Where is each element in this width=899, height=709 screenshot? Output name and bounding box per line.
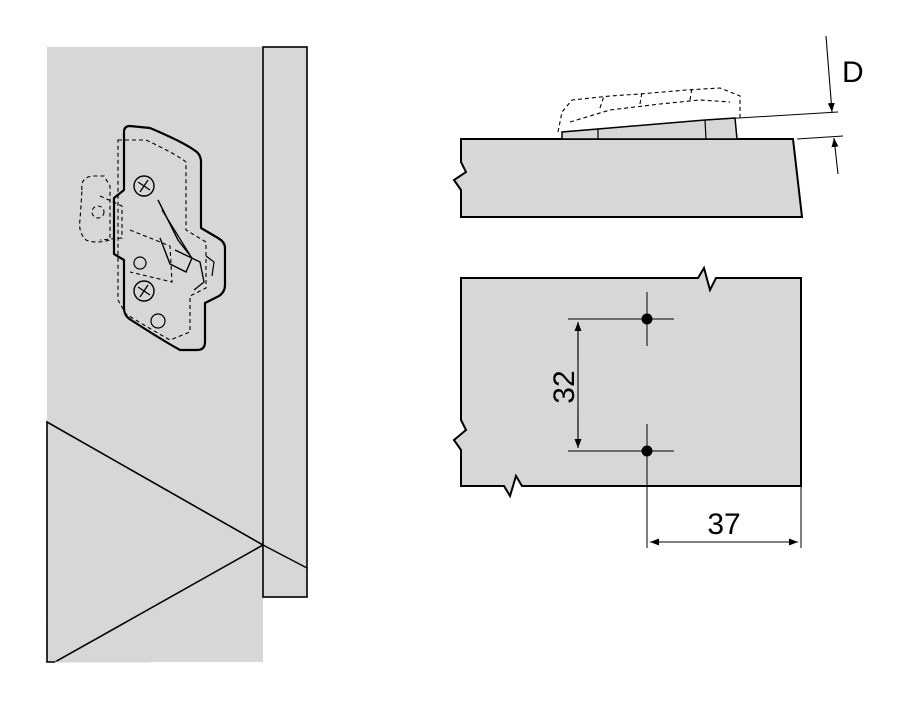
edge-distance-label: 37 bbox=[707, 508, 740, 541]
depth-dimension-label: D bbox=[842, 56, 864, 89]
screw-icon bbox=[150, 313, 166, 329]
panel-front-view bbox=[452, 265, 802, 499]
cabinet-perspective-view bbox=[46, 46, 308, 663]
hole-spacing-label: 32 bbox=[548, 370, 581, 403]
panel-section bbox=[452, 138, 804, 218]
hinge-plate-section bbox=[561, 117, 738, 140]
cabinet-front-edge bbox=[262, 46, 308, 598]
side-section-view: D bbox=[452, 35, 864, 218]
mounting-plate bbox=[79, 124, 227, 352]
front-view-drilling: 32 37 bbox=[452, 265, 802, 548]
screw-icon bbox=[133, 256, 147, 270]
